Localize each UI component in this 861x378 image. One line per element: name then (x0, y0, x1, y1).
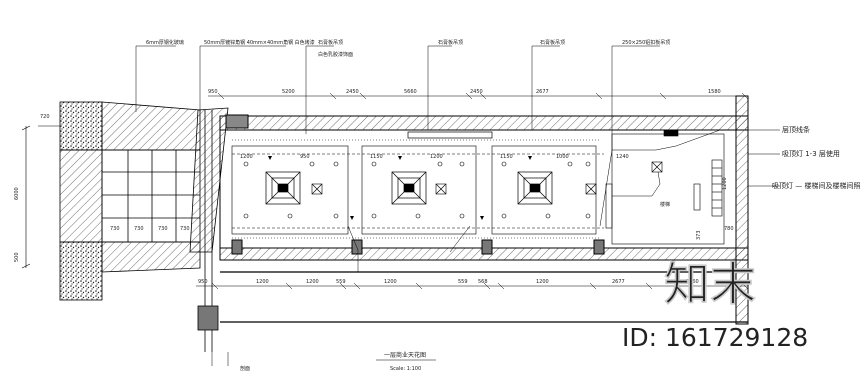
bottom-dim-label: 3160 (686, 279, 699, 285)
glass-dim-label: 730 (134, 226, 144, 232)
top-dimension-chain (208, 92, 749, 100)
left-bay-structure (59, 101, 229, 352)
top-note: 石膏板吊顶 (540, 39, 565, 46)
top-dim-label: 950 (208, 89, 218, 95)
ceiling-zones (231, 133, 725, 245)
top-note: 石膏板吊顶 (438, 39, 463, 46)
watermark-id: ID: 161729128 (622, 323, 808, 352)
bottom-dim-label: 1200 (256, 279, 269, 285)
bottom-left-note: 剖面 (240, 365, 250, 372)
drawing-title: 一层商业天花图 (384, 351, 426, 359)
glass-dim-label: 730 (110, 226, 120, 232)
inner-dim-label: 1000 (556, 154, 569, 160)
top-note: 6mm厚钢化玻璃 (146, 39, 184, 46)
bottom-dim-label: 1200 (536, 279, 549, 285)
air-diffuser-icon (265, 171, 301, 205)
top-dim-label: 1580 (708, 89, 721, 95)
glass-dim-label: 730 (158, 226, 168, 232)
stair-panel (605, 129, 723, 229)
right-dim-label: 780 (724, 226, 734, 232)
inner-dim-label: 1150 (500, 154, 513, 160)
right-dim-label: 1200 (722, 177, 728, 190)
air-diffuser-icon (391, 171, 427, 205)
top-callout-leaders (135, 45, 660, 366)
track-light-strip (232, 139, 600, 239)
top-dim-label: 2450 (346, 89, 359, 95)
inner-dim-label: 1150 (370, 154, 383, 160)
watermark-logo: 知末 (664, 257, 756, 311)
right-callout-leaders (748, 129, 780, 187)
top-note: 250×250铝扣板吊顶 (622, 39, 670, 46)
inner-dim-label: 1200 (430, 154, 443, 160)
bottom-dimension-chain (196, 282, 749, 290)
bottom-dim-label: 2677 (612, 279, 625, 285)
left-dim-label: 500 (14, 252, 20, 262)
inner-dim-label: 950 (300, 154, 310, 160)
top-note: 石膏板吊顶 (318, 39, 343, 46)
wiring-lines (347, 129, 721, 272)
left-dimensions: 720 6000 500 730 730 730 730 (14, 114, 190, 269)
bottom-dim-label: 568 (478, 279, 488, 285)
right-dim-label: 373 (696, 230, 702, 240)
left-dim-label: 720 (40, 114, 50, 120)
right-note: 吸顶灯 — 楼梯间及楼梯间照明 (772, 181, 861, 190)
top-dim-label: 5660 (404, 89, 417, 95)
bottom-dim-label: 559 (458, 279, 468, 285)
bottom-dim-label: 559 (336, 279, 346, 285)
bottom-dim-label: 1200 (306, 279, 319, 285)
top-note: 50mm厚镀锌角钢 40mm×40mm角钢 白色烤漆 (204, 39, 315, 46)
room-label: 楼梯 (660, 201, 670, 208)
room-walls (219, 95, 749, 325)
air-diffuser-icon (517, 171, 553, 205)
bottom-dim-label: 1200 (384, 279, 397, 285)
bottom-dim-label: 950 (198, 279, 208, 285)
sub-note: 白色乳胶漆饰面 (318, 51, 353, 58)
top-dim-label: 5200 (282, 89, 295, 95)
inner-dim-label: 1240 (616, 154, 629, 160)
exhaust-fan-icon (311, 161, 663, 195)
right-note: 吸顶灯 1-3 层使用 (782, 149, 840, 158)
glass-dim-label: 730 (180, 226, 190, 232)
top-dim-label: 2450 (470, 89, 483, 95)
scale-note: Scale: 1:100 (390, 366, 421, 372)
downlight-icon (243, 161, 591, 219)
left-dim-label: 6000 (14, 187, 20, 200)
marker-icon (268, 156, 532, 220)
inner-dim-label: 1200 (240, 154, 253, 160)
right-note: 层顶线条 (782, 125, 810, 134)
top-dim-label: 2677 (536, 89, 549, 95)
